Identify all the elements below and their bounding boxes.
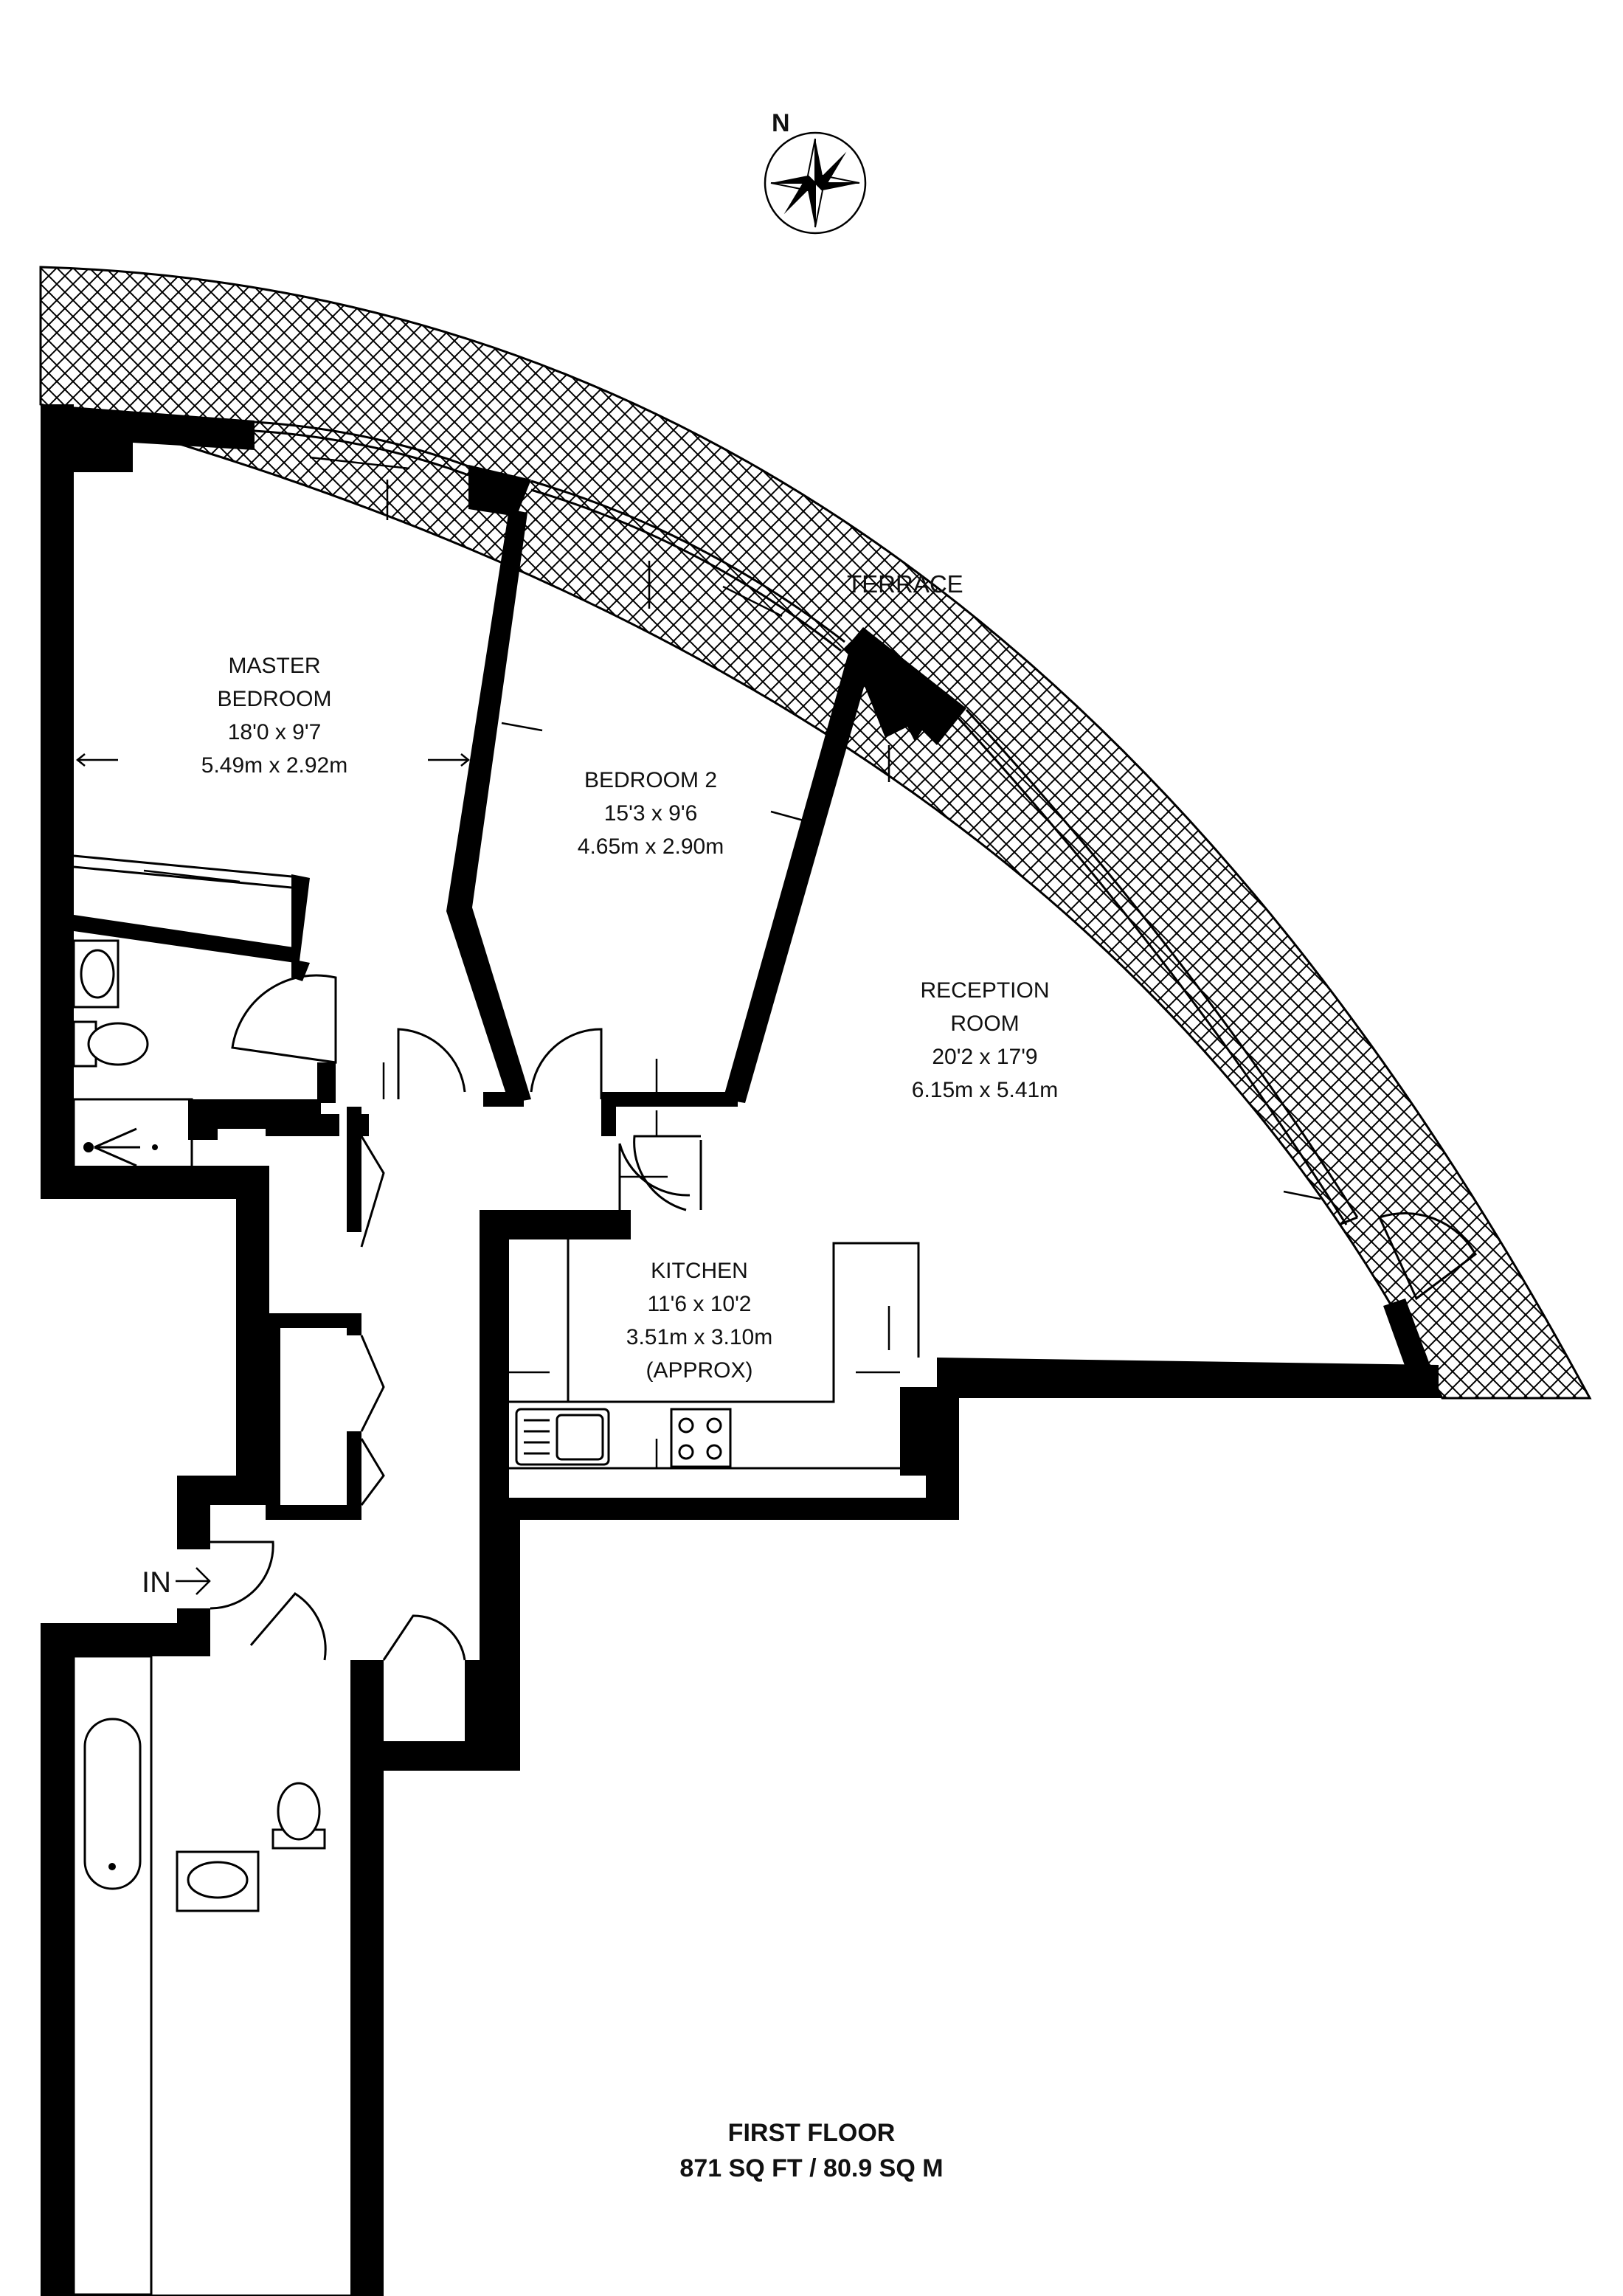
compass-rose-icon — [764, 131, 867, 235]
bedroom-2-label: BEDROOM 2 15'3 x 9'6 4.65m x 2.90m — [578, 768, 724, 859]
kitchen-sink-icon — [515, 1408, 610, 1466]
bathroom-toilet-icon — [271, 1782, 326, 1850]
terrace-label: TERRACE — [847, 570, 963, 598]
svg-text:6.15m x 5.41m: 6.15m x 5.41m — [912, 1078, 1058, 1102]
svg-text:(APPROX): (APPROX) — [646, 1358, 752, 1383]
svg-text:BEDROOM 2: BEDROOM 2 — [584, 768, 717, 792]
entrance-marker: IN — [142, 1566, 211, 1599]
svg-text:11'6 x 10'2: 11'6 x 10'2 — [647, 1292, 751, 1316]
entrance-label: IN — [142, 1566, 171, 1599]
bathroom-basin-icon — [176, 1850, 260, 1912]
shower-icon — [72, 1098, 193, 1197]
svg-text:5.49m x 2.92m: 5.49m x 2.92m — [201, 753, 347, 778]
floor-area: 871 SQ FT / 80.9 SQ M — [679, 2154, 943, 2182]
svg-text:BEDROOM: BEDROOM — [217, 687, 331, 711]
svg-text:MASTER: MASTER — [228, 654, 320, 678]
svg-text:3.51m x 3.10m: 3.51m x 3.10m — [626, 1325, 772, 1349]
master-bedroom-label: MASTER BEDROOM 18'0 x 9'7 5.49m x 2.92m — [201, 654, 347, 778]
reception-room-label: RECEPTION ROOM 20'2 x 17'9 6.15m x 5.41m — [912, 978, 1058, 1102]
svg-text:20'2 x 17'9: 20'2 x 17'9 — [932, 1045, 1037, 1069]
entrance-arrow-icon — [176, 1567, 211, 1595]
svg-text:18'0 x 9'7: 18'0 x 9'7 — [228, 720, 322, 744]
floor-title: FIRST FLOOR — [728, 2119, 896, 2147]
kitchen-label: KITCHEN 11'6 x 10'2 3.51m x 3.10m (APPRO… — [626, 1259, 772, 1383]
svg-text:RECEPTION: RECEPTION — [920, 978, 1049, 1003]
svg-text:4.65m x 2.90m: 4.65m x 2.90m — [578, 834, 724, 859]
windows — [254, 421, 1359, 1226]
svg-text:ROOM: ROOM — [950, 1012, 1019, 1036]
svg-text:15'3 x 9'6: 15'3 x 9'6 — [604, 801, 698, 826]
bath-icon — [72, 1655, 153, 2296]
dimension-arrows — [75, 456, 1321, 1468]
fixtures — [72, 939, 920, 2296]
walls — [41, 404, 1442, 2296]
svg-text:KITCHEN: KITCHEN — [651, 1259, 748, 1283]
kitchen-hob-icon — [670, 1408, 732, 1468]
ensuite-toilet-icon — [72, 1020, 149, 1068]
compass-label: N — [772, 109, 790, 137]
